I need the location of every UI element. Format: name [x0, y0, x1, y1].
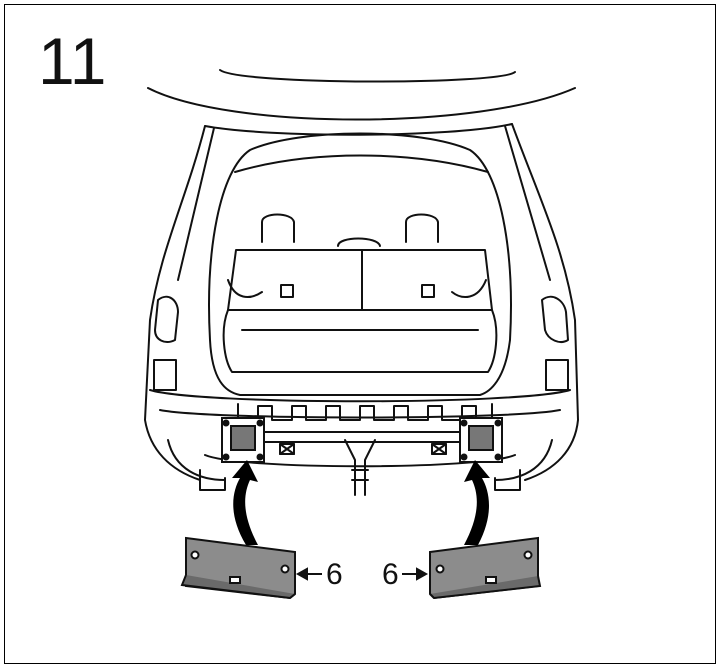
headrest-left: [261, 213, 295, 243]
cargo-opening: [208, 132, 512, 396]
tail-light-left: [154, 295, 179, 343]
crossbar: [261, 431, 463, 443]
callout-label-right: 6: [382, 558, 399, 591]
bumper-carrier: [237, 403, 493, 421]
callout-arrow-left: [295, 567, 322, 581]
arrow-right: [464, 460, 490, 545]
step-number: 11: [38, 24, 107, 98]
instruction-frame: [4, 4, 716, 664]
mount-plate-right: [459, 417, 503, 463]
headrest-right: [405, 213, 439, 243]
cover-panel-left: [180, 536, 296, 600]
arrow-left: [232, 460, 258, 545]
cover-panel-right: [429, 536, 542, 600]
callout-arrow-right: [402, 567, 429, 581]
body-outline: [144, 125, 206, 481]
mount-plate-left: [221, 417, 265, 463]
cargo-floor: [222, 309, 498, 373]
suv-rear-illustration: [144, 69, 579, 600]
tailgate-outline: [147, 87, 576, 121]
callout-label-left: 6: [326, 558, 343, 591]
rear-seat-back: [227, 249, 493, 311]
tail-light-right: [541, 295, 569, 343]
